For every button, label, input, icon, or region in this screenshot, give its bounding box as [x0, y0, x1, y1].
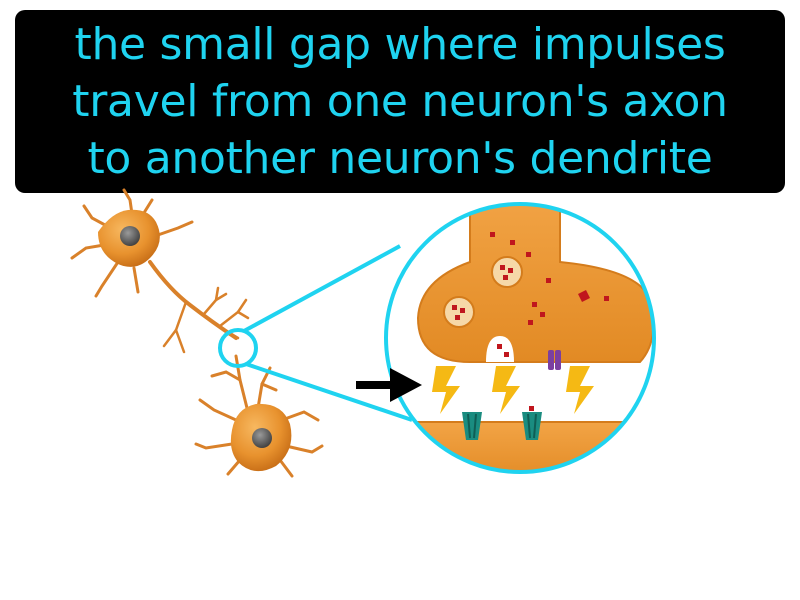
definition-line-2: travel from one neuron's axon	[72, 76, 728, 127]
axon-terminal	[416, 204, 654, 363]
presynaptic-receptor	[548, 350, 561, 370]
zoom-connector-top	[243, 244, 401, 333]
lower-neuron	[194, 354, 324, 478]
right-arrow-icon	[356, 368, 422, 402]
neurotransmitter-molecules	[490, 232, 609, 357]
vesicle	[491, 256, 523, 288]
upper-axon-branches	[162, 286, 250, 354]
zoom-ring	[384, 202, 656, 474]
upper-neuron-nucleus	[120, 226, 140, 246]
lightning-bolt-icon	[566, 366, 594, 414]
synaptic-vesicles	[443, 256, 523, 328]
zoom-connector-bottom	[245, 362, 413, 422]
upper-neuron	[70, 188, 250, 354]
highlight-ring	[218, 328, 258, 368]
postsynaptic-receptor	[462, 412, 482, 440]
lightning-bolt-icon	[432, 366, 460, 414]
definition-line-1: the small gap where impulses	[74, 19, 726, 70]
lower-neuron-nucleus	[252, 428, 272, 448]
definition-line-3: to another neuron's dendrite	[87, 133, 713, 184]
definition-caption: the small gap where impulses travel from…	[15, 10, 785, 193]
zoomed-synapse	[384, 202, 656, 474]
vesicle	[443, 296, 475, 328]
upper-neuron-axon	[148, 260, 238, 340]
lightning-bolt-icon	[492, 366, 520, 414]
postsynaptic-receptor	[522, 406, 542, 440]
